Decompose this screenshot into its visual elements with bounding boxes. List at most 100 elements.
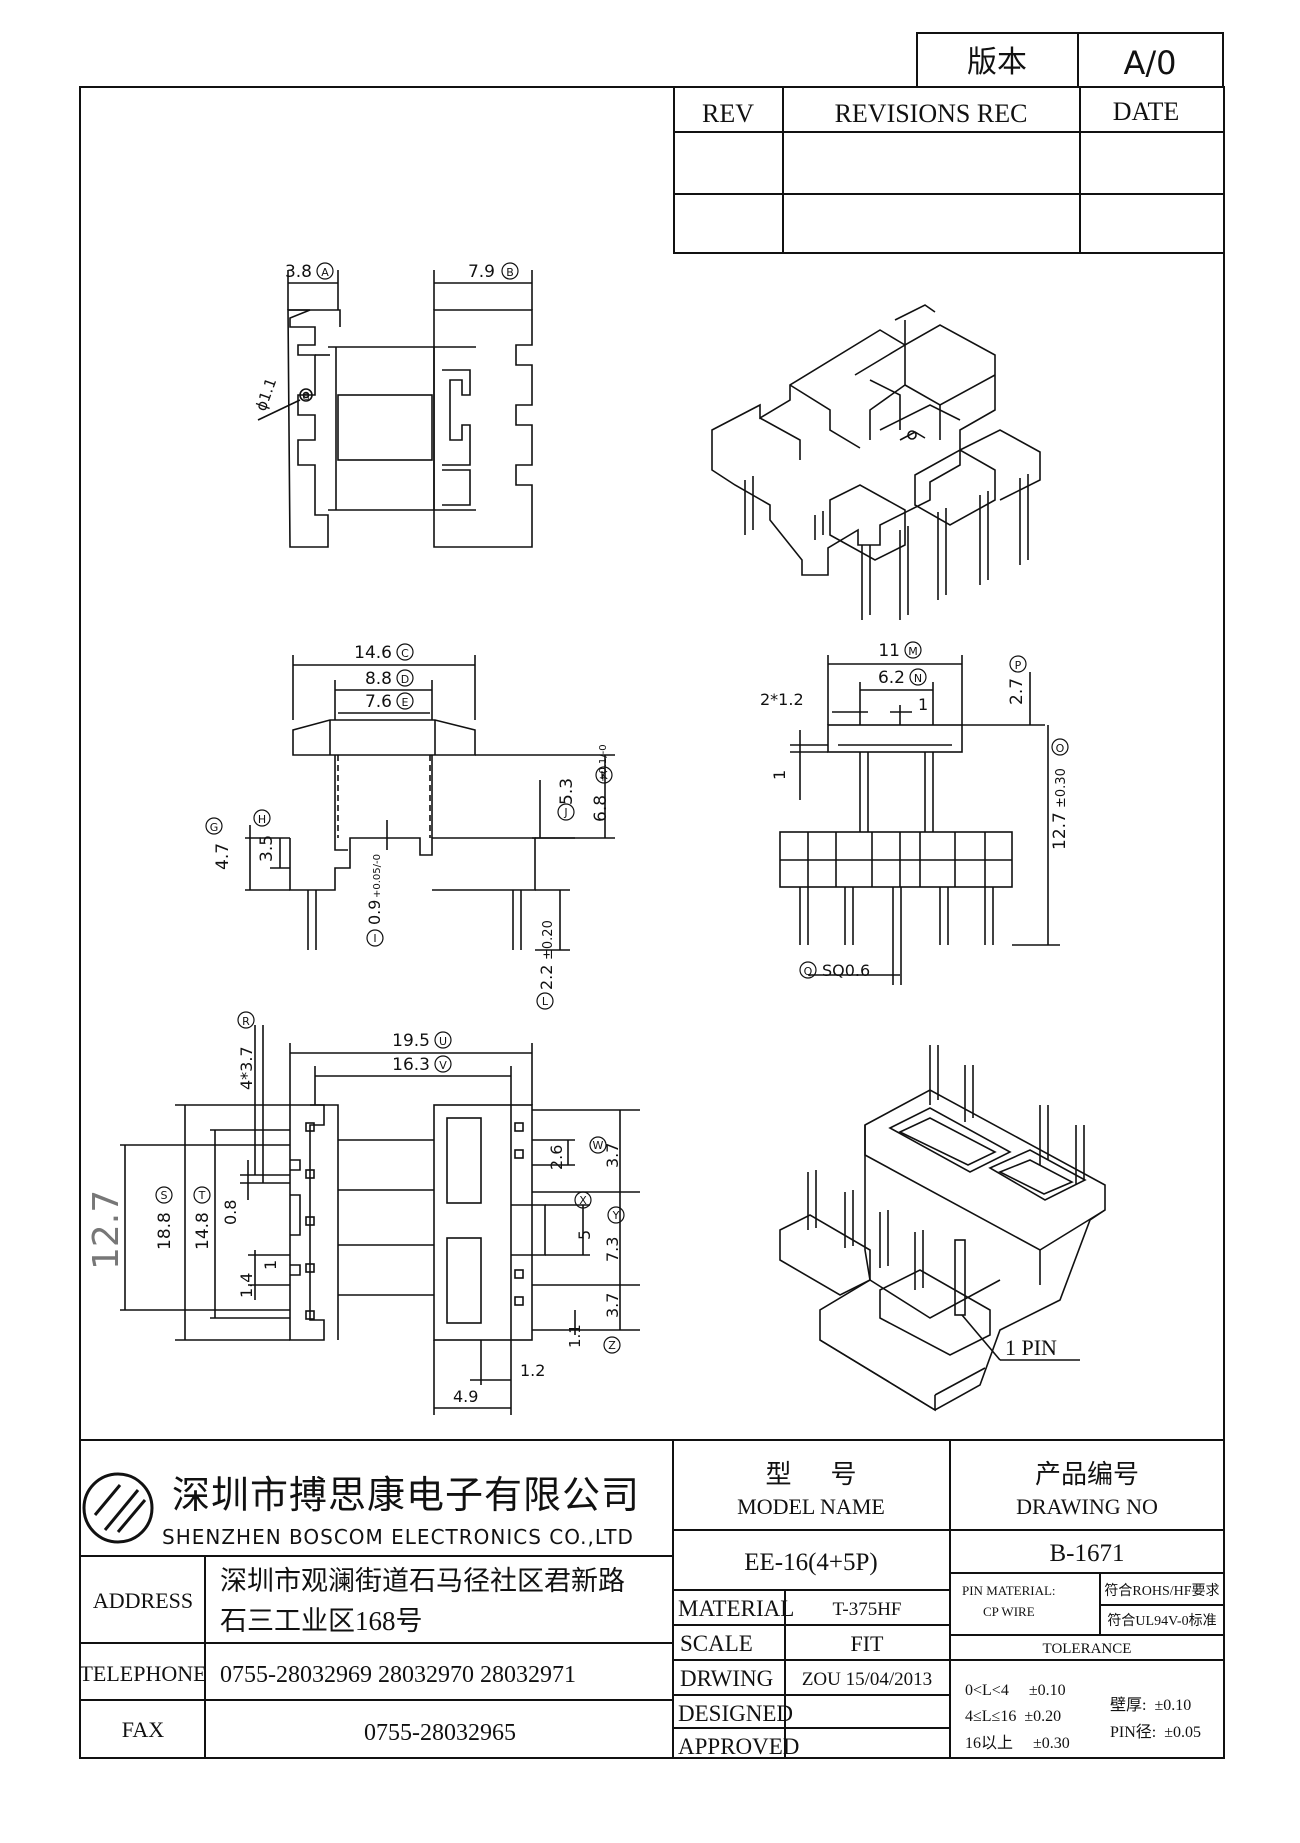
dim-s-value: 18.8 [155, 1212, 175, 1250]
dim-one-left-value: 1 [770, 770, 789, 780]
tag-p-label: P [1015, 659, 1022, 672]
tag-p-circle [1009, 655, 1027, 673]
tag-j-circle [557, 803, 575, 821]
dim-37b-value: 3.7 [603, 1293, 622, 1318]
dim-pin-value: 2*1.2 [760, 690, 804, 709]
dim-k-value: 6.8 [591, 795, 611, 822]
dim-g-value: 4.7 [213, 843, 233, 870]
dim-1-value: 1 [261, 1260, 280, 1270]
pin-diameter-tolerance: PIN径: ±0.05 [1110, 1723, 1201, 1741]
tag-b-circle [501, 262, 519, 280]
dim-r-value: 4*3.7 [237, 1046, 256, 1090]
tag-m-label: M [908, 645, 918, 658]
tag-g-circle [205, 817, 223, 835]
pin-material-line1: PIN MATERIAL: [962, 1583, 1056, 1598]
tag-v-circle [434, 1055, 452, 1073]
dim-i-value: 0.9 [365, 900, 384, 925]
tag-l-circle [536, 992, 554, 1010]
tag-z-circle [603, 1336, 621, 1354]
version-value: A/0 [1123, 44, 1176, 82]
dim-14-value: 1.4 [237, 1273, 256, 1298]
iso-view-bottom [779, 1045, 1106, 1412]
fax-value: 0755-28032965 [364, 1720, 516, 1746]
dim-11-value: 1.1 [566, 1324, 584, 1348]
drawn-label: DRWING [680, 1666, 773, 1691]
tag-t-label: T [198, 1189, 206, 1202]
tag-u-circle [434, 1031, 452, 1049]
dim-127-value: 12.7 [86, 1190, 127, 1270]
tag-o-circle [1051, 738, 1069, 756]
tag-v-label: V [439, 1059, 447, 1072]
dim-m-value: 11 [878, 641, 900, 661]
approved-label: APPROVED [678, 1734, 799, 1759]
top-view [257, 270, 533, 548]
material-label: MATERIAL [678, 1596, 794, 1621]
dim-w-value: 3.7 [603, 1143, 622, 1168]
drawing-no-value: B-1671 [1050, 1540, 1125, 1567]
tag-t-circle [193, 1186, 211, 1204]
scale-value: FIT [851, 1631, 885, 1656]
version-box [916, 32, 1224, 88]
tag-c-label: C [401, 647, 409, 660]
company-name-en: SHENZHEN BOSCOM ELECTRONICS CO.,LTD [162, 1525, 634, 1549]
tag-r-circle [237, 1011, 255, 1029]
model-name-cn: 型 号 [765, 1460, 856, 1489]
dim-c-value: 14.6 [354, 643, 392, 663]
date-header: DATE [1113, 97, 1179, 126]
tag-e-circle [396, 692, 414, 710]
dim-p-value: 2.7 [1007, 678, 1027, 705]
dim-12-value: 1.2 [520, 1361, 545, 1380]
dim-a-value: 3.8 [285, 262, 312, 282]
rev-header: REV [702, 99, 754, 128]
dim-y-value: 7.3 [603, 1237, 622, 1262]
model-name-value: EE-16(4+5P) [744, 1549, 878, 1576]
tag-w-circle [589, 1136, 607, 1154]
tag-d-label: D [401, 673, 409, 686]
tag-d-circle [396, 669, 414, 687]
dim-j-value: 5.3 [557, 778, 577, 805]
tag-q-label: Q [804, 965, 813, 978]
scale-label: SCALE [680, 1631, 753, 1656]
model-name-en: MODEL NAME [737, 1494, 885, 1519]
tag-g-label: G [210, 821, 219, 834]
tolerance-label: TOLERANCE [1043, 1641, 1132, 1657]
revision-table [673, 86, 1225, 254]
dim-one-top-value: 1 [918, 695, 928, 714]
tolerance-row-1: 0<L<4 ±0.10 [965, 1682, 1066, 1699]
drawing-no-cn: 产品编号 [1035, 1460, 1139, 1489]
dim-h-value: 3.5 [257, 835, 277, 862]
dim-26-value: 2.6 [547, 1145, 566, 1170]
dim-e-value: 7.6 [365, 692, 392, 712]
hole-tag-label: G [303, 393, 310, 403]
rohs-note: 符合ROHS/HF要求 [1104, 1583, 1219, 1599]
tag-x-label: X [579, 1194, 587, 1207]
side-view-right [779, 655, 1060, 985]
dim-t-value: 14.8 [193, 1212, 213, 1250]
dim-d-value: 8.8 [365, 669, 392, 689]
revisions-rec-header: REVISIONS REC [835, 99, 1028, 128]
dim-x-value: 5 [575, 1230, 594, 1240]
tag-k-circle [595, 766, 613, 784]
tag-b-label: B [506, 266, 514, 279]
dim-n-value: 6.2 [878, 668, 905, 688]
tol-l-value: ±0.20 [541, 920, 556, 960]
iso-view-top [711, 304, 1041, 620]
telephone-label: TELEPHONE [79, 1661, 206, 1686]
address-line2: 石三工业区168号 [220, 1606, 423, 1636]
tolerance-row-3: 16以上 ±0.30 [965, 1734, 1070, 1752]
tag-a-circle [316, 262, 334, 280]
tag-l-label: L [542, 995, 549, 1008]
ul-note: 符合UL94V-0标准 [1107, 1613, 1216, 1629]
tolerance-row-2: 4≤L≤16 ±0.20 [965, 1708, 1061, 1725]
company-name-cn: 深圳市搏思康电子有限公司 [172, 1475, 640, 1517]
dim-08-value: 0.8 [221, 1200, 240, 1225]
fax-label: FAX [122, 1717, 164, 1742]
drawing-no-en: DRAWING NO [1016, 1494, 1158, 1519]
tag-c-circle [396, 643, 414, 661]
tag-j-label: J [563, 806, 567, 819]
hole-dim-value: ϕ1.1 [252, 375, 280, 413]
tag-n-label: N [914, 672, 922, 685]
address-label: ADDRESS [93, 1588, 193, 1613]
tag-y-circle [607, 1206, 625, 1224]
title-block [80, 1439, 1224, 1758]
